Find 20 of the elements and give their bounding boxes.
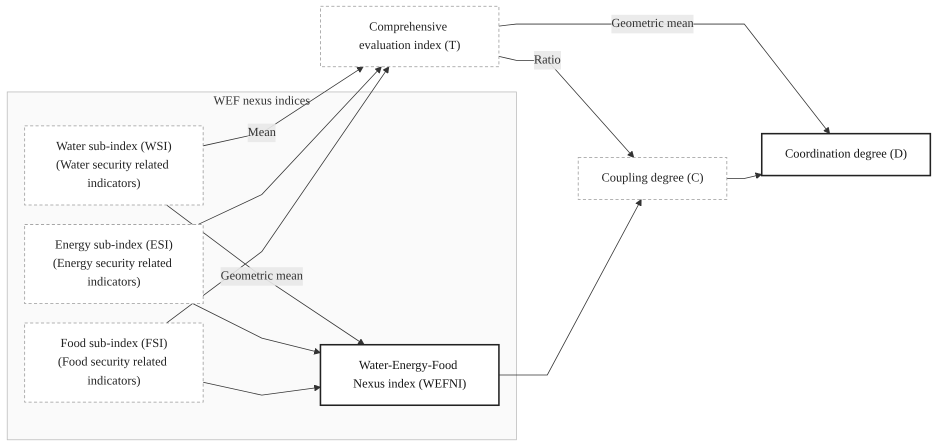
edge-label: Ratio bbox=[534, 53, 561, 67]
arrow bbox=[166, 66, 390, 324]
node-box: Coupling degree (C) bbox=[578, 157, 728, 200]
edge-label: Geometric mean bbox=[612, 17, 694, 30]
node-box: Coordination degree (D) bbox=[761, 132, 932, 176]
node-box: Food sub-index (FSI) (Food security related indicators) bbox=[24, 322, 204, 403]
arrow bbox=[202, 382, 321, 396]
arrow bbox=[726, 172, 762, 180]
edge-label: Geometric mean bbox=[220, 269, 304, 283]
arrow bbox=[202, 66, 364, 146]
node-box: Water-Energy-Food Nexus index (WEFNI) bbox=[320, 344, 500, 406]
node-box: Water sub-index (WSI) (Water security related indicators) bbox=[24, 126, 204, 206]
node-box: Energy sub-index (ESI) (Energy security related indicators) bbox=[24, 224, 204, 304]
node-box: Comprehensive evaluation index (T) bbox=[320, 6, 500, 68]
arrow bbox=[498, 199, 642, 376]
edge-label: Mean bbox=[248, 126, 276, 140]
arrow bbox=[166, 204, 365, 346]
arrow bbox=[192, 303, 321, 355]
arrow bbox=[498, 24, 830, 134]
arrow bbox=[198, 66, 382, 225]
